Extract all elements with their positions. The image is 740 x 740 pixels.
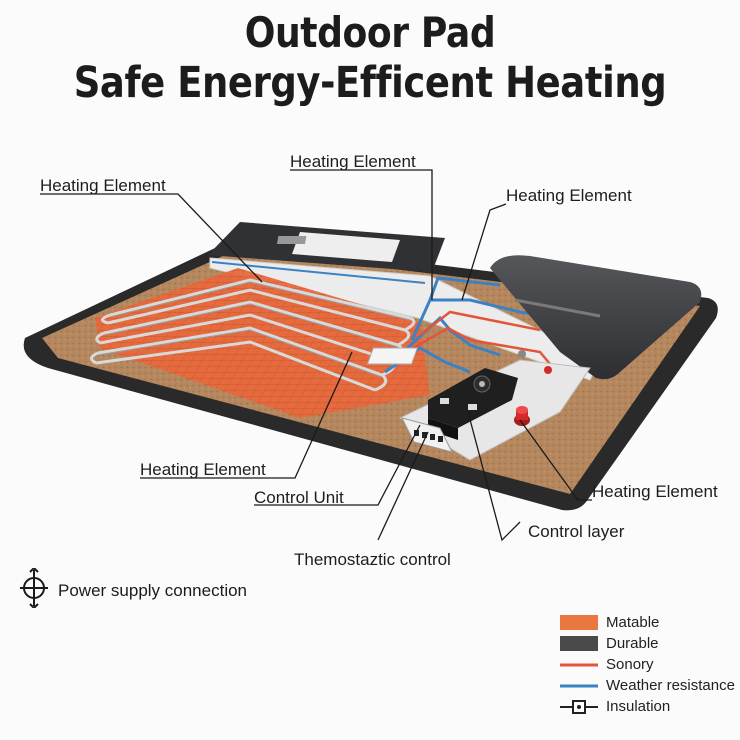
control-unit (428, 368, 518, 428)
label-heating-element-top-center: Heating Element (290, 152, 416, 171)
legend-label: Matable (606, 614, 660, 631)
legend-item-weather-resistance: Weather resistance (560, 675, 735, 696)
legend-swatch (560, 615, 598, 630)
legend-label: Sonory (606, 656, 654, 673)
power-supply-label: Power supply connection (58, 580, 248, 600)
page-title: Outdoor Pad (244, 8, 496, 57)
label-heating-element-bottom-right: Heating Element (592, 482, 718, 501)
legend: Matable Durable Sonory Weather resistanc… (560, 612, 735, 717)
legend-item-sonory: Sonory (560, 654, 735, 675)
label-heating-element-bottom-left: Heating Element (140, 460, 266, 479)
label-heating-element-top-left: Heating Element (40, 176, 166, 195)
power-supply-legend: Power supply connection (18, 566, 248, 613)
legend-swatch (560, 657, 598, 672)
legend-label: Durable (606, 635, 659, 652)
sonory-lines (409, 310, 556, 371)
leader-lines (40, 169, 592, 542)
label-control-unit: Control Unit (254, 488, 344, 507)
legend-label: Weather resistance (606, 677, 735, 694)
legend-item-insulation: Insulation (560, 696, 735, 717)
connector-icon (560, 699, 598, 714)
display-screen (292, 232, 400, 262)
red-knob (514, 406, 530, 426)
label-heating-element-top-right: Heating Element (506, 186, 632, 205)
heating-coils (90, 278, 416, 392)
label-control-layer: Control layer (528, 522, 625, 541)
power-connector-icon (18, 566, 50, 613)
legend-item-matable: Matable (560, 612, 735, 633)
insulation-layer (209, 257, 601, 381)
legend-label: Insulation (606, 698, 671, 715)
legend-swatch (560, 636, 598, 651)
cushion (490, 255, 702, 380)
legend-swatch (560, 678, 598, 693)
label-thermostatic-control: Themostaztic control (294, 550, 451, 569)
page-subtitle: Safe Energy-Efficent Heating (73, 58, 667, 108)
legend-item-durable: Durable (560, 633, 735, 654)
